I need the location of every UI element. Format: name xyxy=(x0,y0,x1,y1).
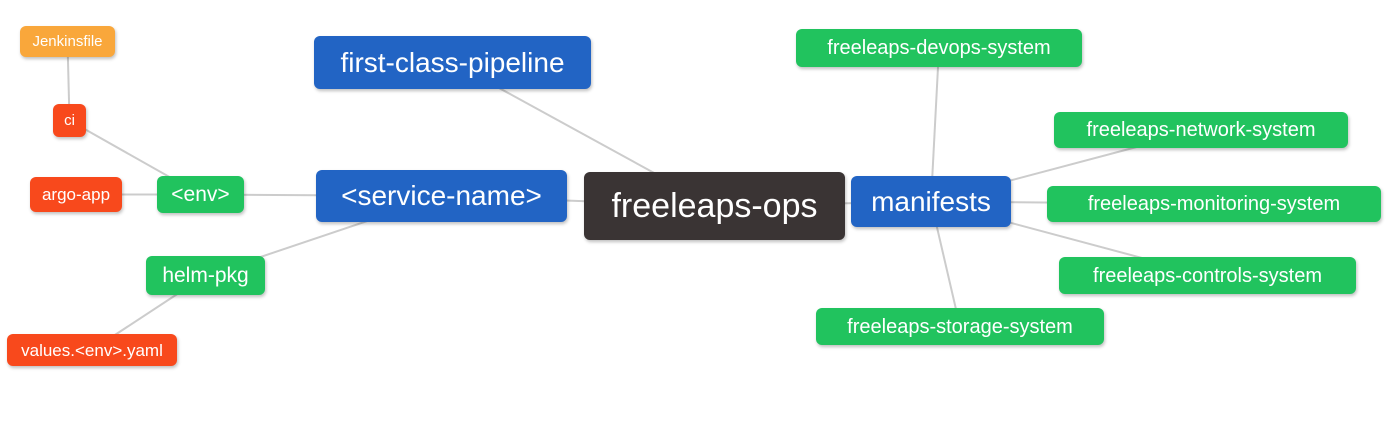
node-label-service-name: <service-name> xyxy=(341,180,542,211)
node-label-manifests: manifests xyxy=(871,185,991,217)
node-label-env: <env> xyxy=(171,183,230,206)
node-label-controls-system: freeleaps-controls-system xyxy=(1093,264,1322,287)
node-manifests[interactable]: manifests xyxy=(851,176,1011,227)
node-label-freeleaps-ops: freeleaps-ops xyxy=(611,187,818,225)
node-label-monitoring-system: freeleaps-monitoring-system xyxy=(1087,193,1341,215)
node-values-env-yaml[interactable]: values.<env>.yaml xyxy=(7,334,177,366)
node-label-network-system: freeleaps-network-system xyxy=(1086,119,1316,141)
node-freeleaps-ops[interactable]: freeleaps-ops xyxy=(584,172,845,240)
node-label-devops-system: freeleaps-devops-system xyxy=(827,37,1051,59)
node-devops-system[interactable]: freeleaps-devops-system xyxy=(796,29,1082,67)
edge-manifests-devops-system xyxy=(930,47,940,202)
node-ci[interactable]: ci xyxy=(53,104,86,137)
node-helm-pkg[interactable]: helm-pkg xyxy=(146,256,265,295)
node-label-ci: ci xyxy=(64,112,75,129)
node-jenkinsfile[interactable]: Jenkinsfile xyxy=(20,26,115,57)
node-service-name[interactable]: <service-name> xyxy=(316,170,567,222)
node-label-first-class-pipeline: first-class-pipeline xyxy=(340,46,565,78)
node-monitoring-system[interactable]: freeleaps-monitoring-system xyxy=(1047,186,1381,222)
node-label-storage-system: freeleaps-storage-system xyxy=(847,315,1073,338)
node-label-helm-pkg: helm-pkg xyxy=(162,264,249,287)
node-argo-app[interactable]: argo-app xyxy=(30,177,122,212)
node-controls-system[interactable]: freeleaps-controls-system xyxy=(1059,257,1356,294)
node-network-system[interactable]: freeleaps-network-system xyxy=(1054,112,1348,148)
node-label-jenkinsfile: Jenkinsfile xyxy=(32,33,103,50)
node-label-argo-app: argo-app xyxy=(41,185,111,204)
node-env[interactable]: <env> xyxy=(157,176,244,213)
node-storage-system[interactable]: freeleaps-storage-system xyxy=(816,308,1104,345)
node-label-values-env-yaml: values.<env>.yaml xyxy=(21,340,163,360)
node-first-class-pipeline[interactable]: first-class-pipeline xyxy=(314,36,591,89)
